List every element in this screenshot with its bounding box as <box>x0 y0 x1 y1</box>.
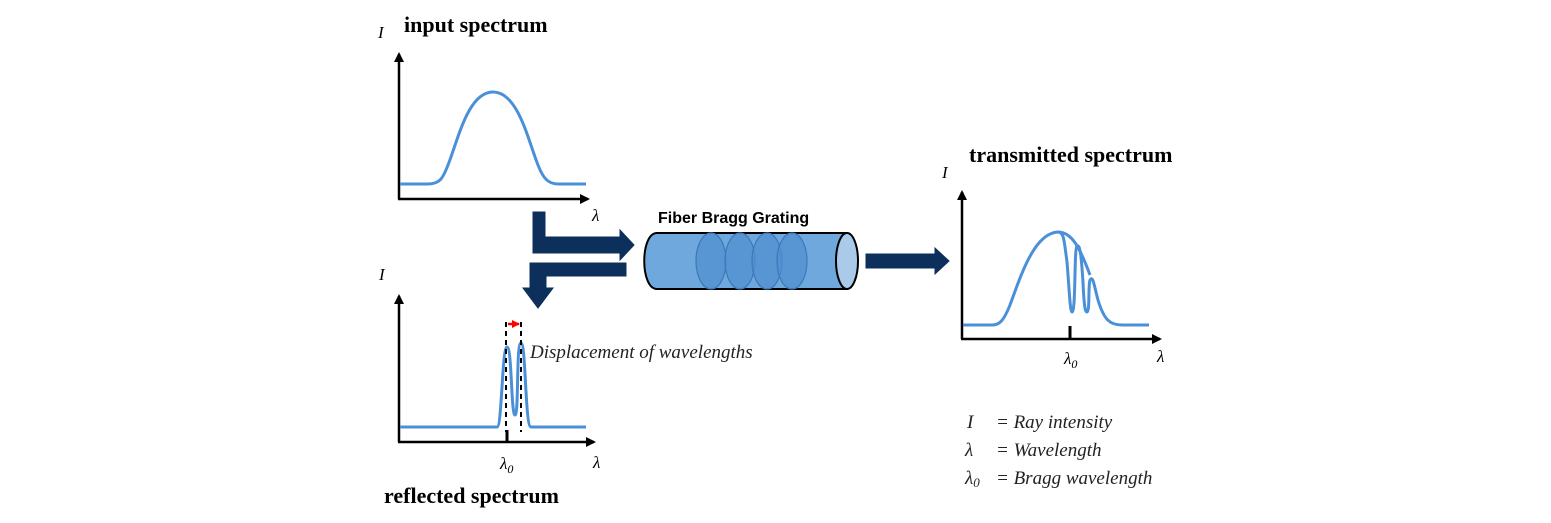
grating-ring <box>695 232 727 290</box>
fiber-bragg-grating: Fiber Bragg Grating <box>643 210 859 290</box>
reflected-spectrum-curve <box>400 341 586 429</box>
transmitted-envelope <box>1057 230 1092 276</box>
legend-item: λ = Wavelength <box>964 440 1102 461</box>
legend-symbol: I <box>966 412 975 433</box>
flow-arrows-left <box>522 211 950 309</box>
reflected-spectrum-title: reflected spectrum <box>384 483 559 508</box>
transmitted-spectrum-panel: transmitted spectrum I λ0 λ <box>941 142 1172 371</box>
transmitted-y-axis-label: I <box>941 163 949 182</box>
fiber-end-cap <box>835 232 859 290</box>
legend-symbol: λ <box>964 440 973 461</box>
reflected-spectrum-panel: I λ0 λ Displacement of wavelengths refle… <box>378 265 753 508</box>
legend-symbol: λ0 <box>964 468 980 490</box>
legend-text: = Wavelength <box>996 440 1102 461</box>
symbol-legend: I = Ray intensity λ = Wavelength λ0 = Br… <box>964 412 1152 490</box>
legend-item: I = Ray intensity <box>966 412 1113 433</box>
legend-text: = Bragg wavelength <box>996 468 1152 489</box>
input-spectrum-panel: input spectrum I λ <box>377 12 599 225</box>
legend-text: = Ray intensity <box>996 412 1113 433</box>
transmitted-x-axis-label: λ <box>1156 347 1164 366</box>
grating-rings <box>695 232 808 290</box>
input-spectrum-title: input spectrum <box>404 12 548 37</box>
input-x-axis-label: λ <box>591 206 599 225</box>
transmitted-lambda0-label: λ0 <box>1063 349 1077 371</box>
fiber-label: Fiber Bragg Grating <box>658 210 809 227</box>
input-to-fiber-arrow <box>532 211 635 262</box>
grating-ring <box>776 232 808 290</box>
reflected-lambda0-label: λ0 <box>499 454 513 476</box>
transmitted-spectrum-title: transmitted spectrum <box>969 142 1172 167</box>
input-y-axis-label: I <box>377 23 385 42</box>
reflected-x-axis-label: λ <box>592 453 600 472</box>
reflected-y-axis-label: I <box>378 265 386 284</box>
grating-ring <box>724 232 756 290</box>
fiber-to-transmitted-arrow <box>865 246 950 276</box>
fiber-to-reflected-arrow <box>522 262 627 309</box>
legend-item: λ0 = Bragg wavelength <box>964 468 1152 490</box>
input-spectrum-curve <box>400 90 586 186</box>
transmitted-spectrum-curve <box>963 230 1149 327</box>
displacement-annotation: Displacement of wavelengths <box>529 342 753 363</box>
